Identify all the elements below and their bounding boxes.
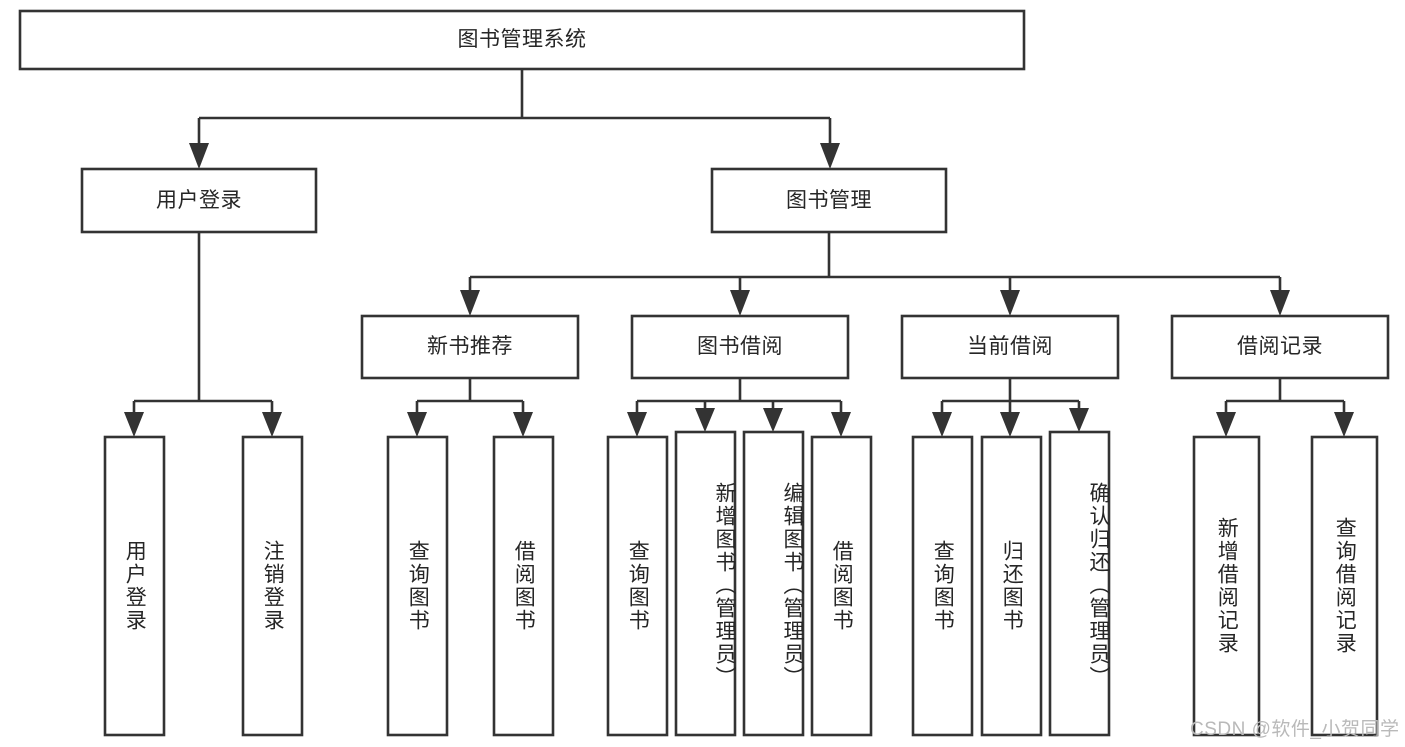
node-leaf-edit-book-box[interactable] <box>742 430 805 737</box>
node-leaf-borrow-book-1-box[interactable] <box>492 435 555 737</box>
node-borrow-record-box[interactable] <box>1170 314 1390 380</box>
csdn-watermark: CSDN @软件_小贺同学 <box>1190 719 1400 740</box>
arrow-to-book-borrow <box>730 290 750 316</box>
arrow-user-login-to-leaf-user-logout <box>262 412 282 437</box>
arrow-to-leaf-add-book <box>695 408 715 432</box>
edge-book-borrow-to-leaves <box>635 378 843 415</box>
arrow-to-borrow-record <box>1270 290 1290 316</box>
node-root-box[interactable] <box>18 9 1026 71</box>
node-current-borrow-box[interactable] <box>900 314 1120 380</box>
node-leaf-borrow-book-2-box[interactable] <box>810 435 873 737</box>
arrow-to-leaf-borrow-book-1 <box>513 412 533 437</box>
arrow-to-leaf-query-book-1 <box>407 412 427 437</box>
arrow-to-leaf-confirm-return <box>1069 408 1089 432</box>
edge-user-login-to-leaves <box>132 232 274 415</box>
node-leaf-query-book-2-box[interactable] <box>606 435 669 737</box>
edge-borrow-record-to-leaves <box>1224 378 1346 415</box>
node-new-book-recommend-box[interactable] <box>360 314 580 380</box>
arrow-to-leaf-query-record <box>1334 412 1354 437</box>
arrow-root-to-book-manage <box>820 143 840 169</box>
node-leaf-add-record-box[interactable] <box>1192 435 1261 737</box>
node-user-login-box[interactable] <box>80 167 318 234</box>
arrow-to-leaf-add-record <box>1216 412 1236 437</box>
arrow-user-login-to-leaf-user-login <box>124 412 144 437</box>
node-leaf-query-record-box[interactable] <box>1310 435 1379 737</box>
node-book-borrow-box[interactable] <box>630 314 850 380</box>
edge-new-book-recommend-to-leaves <box>415 378 525 415</box>
node-leaf-query-book-3-box[interactable] <box>911 435 974 737</box>
node-book-manage-box[interactable] <box>710 167 948 234</box>
node-leaf-add-book-box[interactable] <box>674 430 737 737</box>
arrow-root-to-user-login <box>189 143 209 169</box>
node-leaf-return-book-box[interactable] <box>980 435 1043 737</box>
arrow-to-new-book-recommend <box>460 290 480 316</box>
arrow-to-leaf-return-book <box>1000 412 1020 437</box>
node-leaf-confirm-return-box[interactable] <box>1048 430 1111 737</box>
arrow-to-leaf-query-book-3 <box>932 412 952 437</box>
arrow-to-current-borrow <box>1000 290 1020 316</box>
arrow-to-leaf-query-book-2 <box>627 412 647 437</box>
node-leaf-query-book-1-box[interactable] <box>386 435 449 737</box>
arrow-to-leaf-borrow-book-2 <box>831 412 851 437</box>
node-leaf-user-login-box[interactable] <box>103 435 166 737</box>
arrow-to-leaf-edit-book <box>763 408 783 432</box>
edge-book-manage-to-level2 <box>468 232 1282 292</box>
edge-current-borrow-to-leaves <box>940 378 1081 415</box>
edge-root-to-level1 <box>197 69 832 145</box>
node-leaf-user-logout-box[interactable] <box>241 435 304 737</box>
